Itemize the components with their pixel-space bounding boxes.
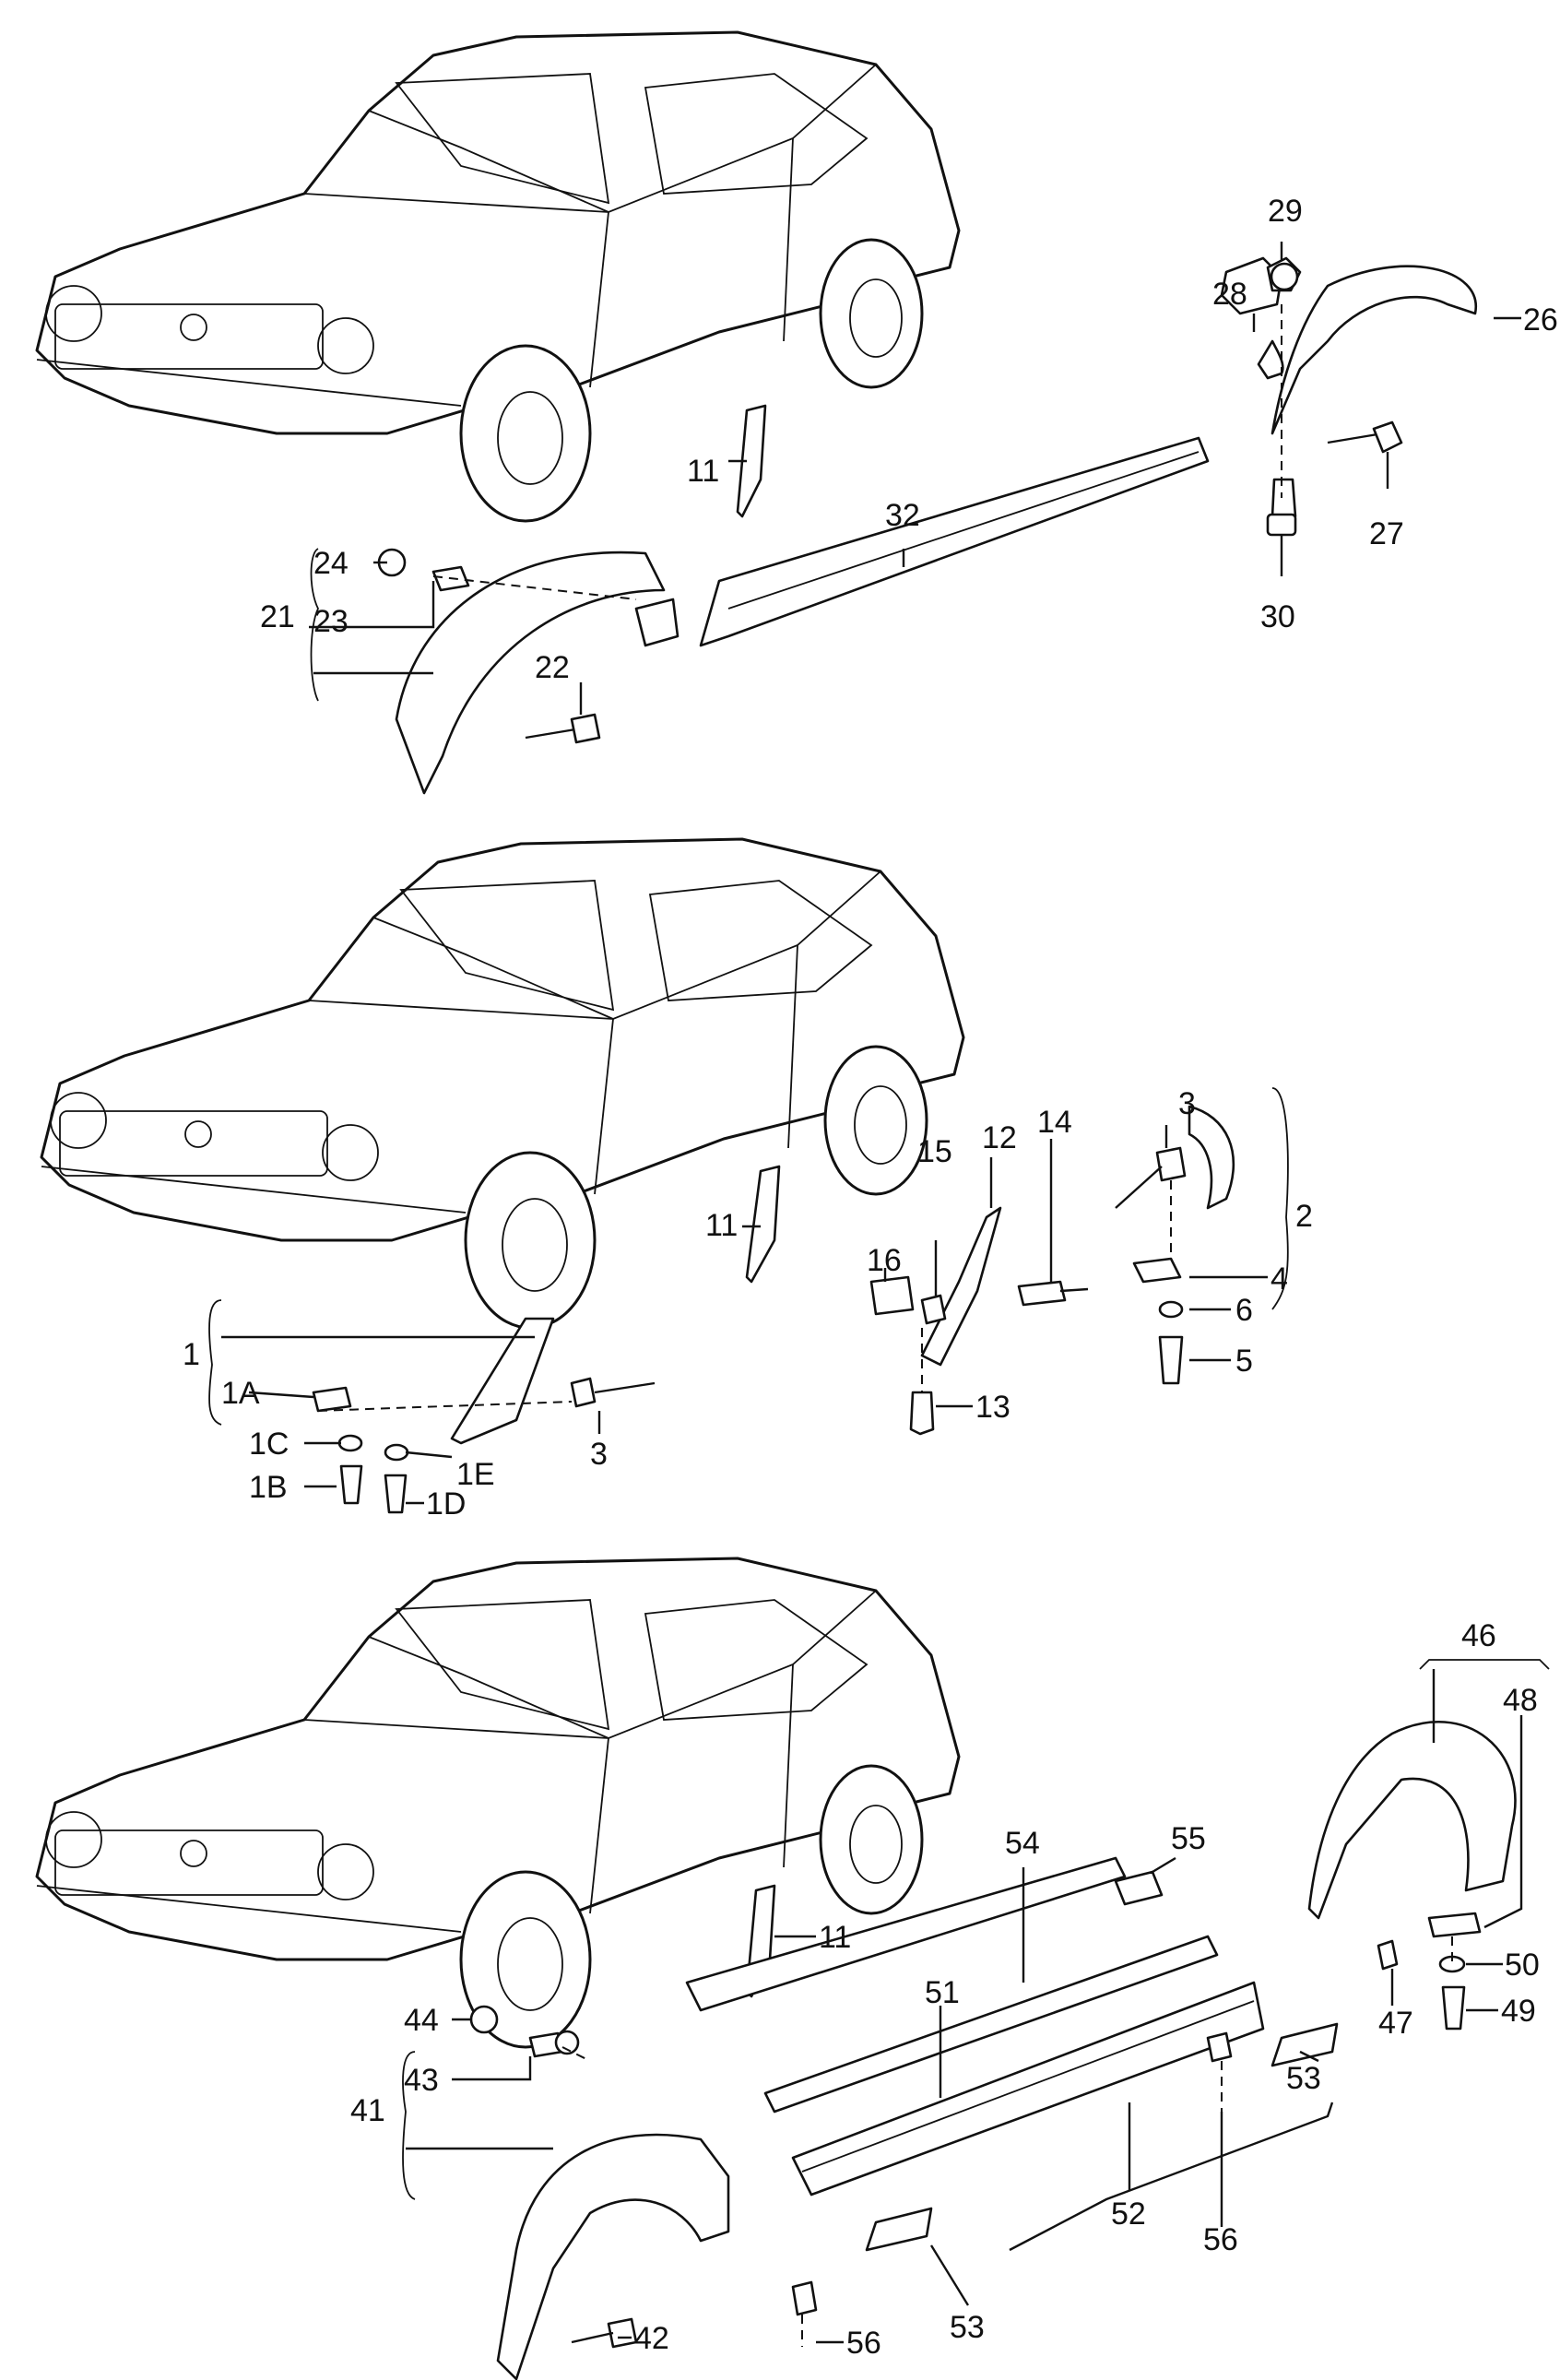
callout-12: 12 [982, 1120, 1017, 1155]
callout-4: 4 [1270, 1261, 1288, 1297]
callout-5: 5 [1235, 1344, 1253, 1379]
callout-53-left: 53 [950, 2310, 985, 2345]
callout-41: 41 [350, 2093, 385, 2128]
callout-13: 13 [975, 1390, 1010, 1425]
callout-21: 21 [260, 599, 295, 634]
callout-54: 54 [1005, 1826, 1040, 1861]
callout-14: 14 [1037, 1105, 1072, 1140]
parts-middle-group [312, 1105, 1235, 1514]
callout-15: 15 [917, 1134, 952, 1169]
car-illustration-bottom [35, 1557, 961, 2049]
callout-11-middle: 11 [705, 1208, 738, 1243]
callout-2: 2 [1295, 1199, 1313, 1234]
callout-28: 28 [1212, 277, 1247, 312]
callout-48: 48 [1503, 1683, 1538, 1718]
callout-24: 24 [313, 546, 349, 581]
callout-49: 49 [1501, 1994, 1536, 2029]
callout-1D: 1D [426, 1486, 466, 1522]
callout-labels: 29 28 26 27 30 11 32 24 21 23 22 3 2 12 … [183, 194, 1558, 2361]
callout-30: 30 [1260, 599, 1295, 634]
callout-47: 47 [1378, 2006, 1413, 2041]
callout-29: 29 [1268, 194, 1303, 229]
callout-44: 44 [404, 2003, 439, 2038]
parts-top-group [377, 256, 1478, 795]
callout-1B: 1B [249, 1470, 288, 1505]
callout-27: 27 [1369, 516, 1404, 551]
callout-56-right: 56 [1203, 2222, 1238, 2257]
callout-1: 1 [183, 1337, 200, 1372]
car-illustration-middle [40, 837, 965, 1330]
callout-56-left: 56 [846, 2326, 881, 2361]
callout-26: 26 [1523, 302, 1558, 337]
callout-6: 6 [1235, 1293, 1253, 1328]
parts-bottom-group [469, 1721, 1517, 2380]
callout-51: 51 [925, 1975, 960, 2010]
callout-32: 32 [885, 498, 920, 533]
leader-lines [208, 242, 1550, 2344]
callout-50: 50 [1505, 1948, 1540, 1983]
callout-1A: 1A [221, 1376, 260, 1411]
callout-3-left: 3 [590, 1437, 608, 1472]
callout-3-right: 3 [1178, 1086, 1196, 1121]
callout-43: 43 [404, 2063, 439, 2098]
callout-22: 22 [535, 650, 570, 685]
car-illustration-top [35, 30, 961, 523]
callout-23: 23 [313, 604, 349, 639]
callout-11-bottom: 11 [819, 1920, 851, 1955]
callout-1C: 1C [249, 1427, 289, 1462]
callout-53-right: 53 [1286, 2061, 1321, 2096]
callout-1E: 1E [456, 1457, 495, 1492]
callout-52: 52 [1111, 2196, 1146, 2232]
callout-42: 42 [634, 2321, 669, 2356]
callout-55: 55 [1171, 1821, 1206, 1856]
callout-16: 16 [867, 1243, 902, 1278]
callout-11-top: 11 [687, 454, 719, 489]
callout-46: 46 [1461, 1618, 1496, 1653]
